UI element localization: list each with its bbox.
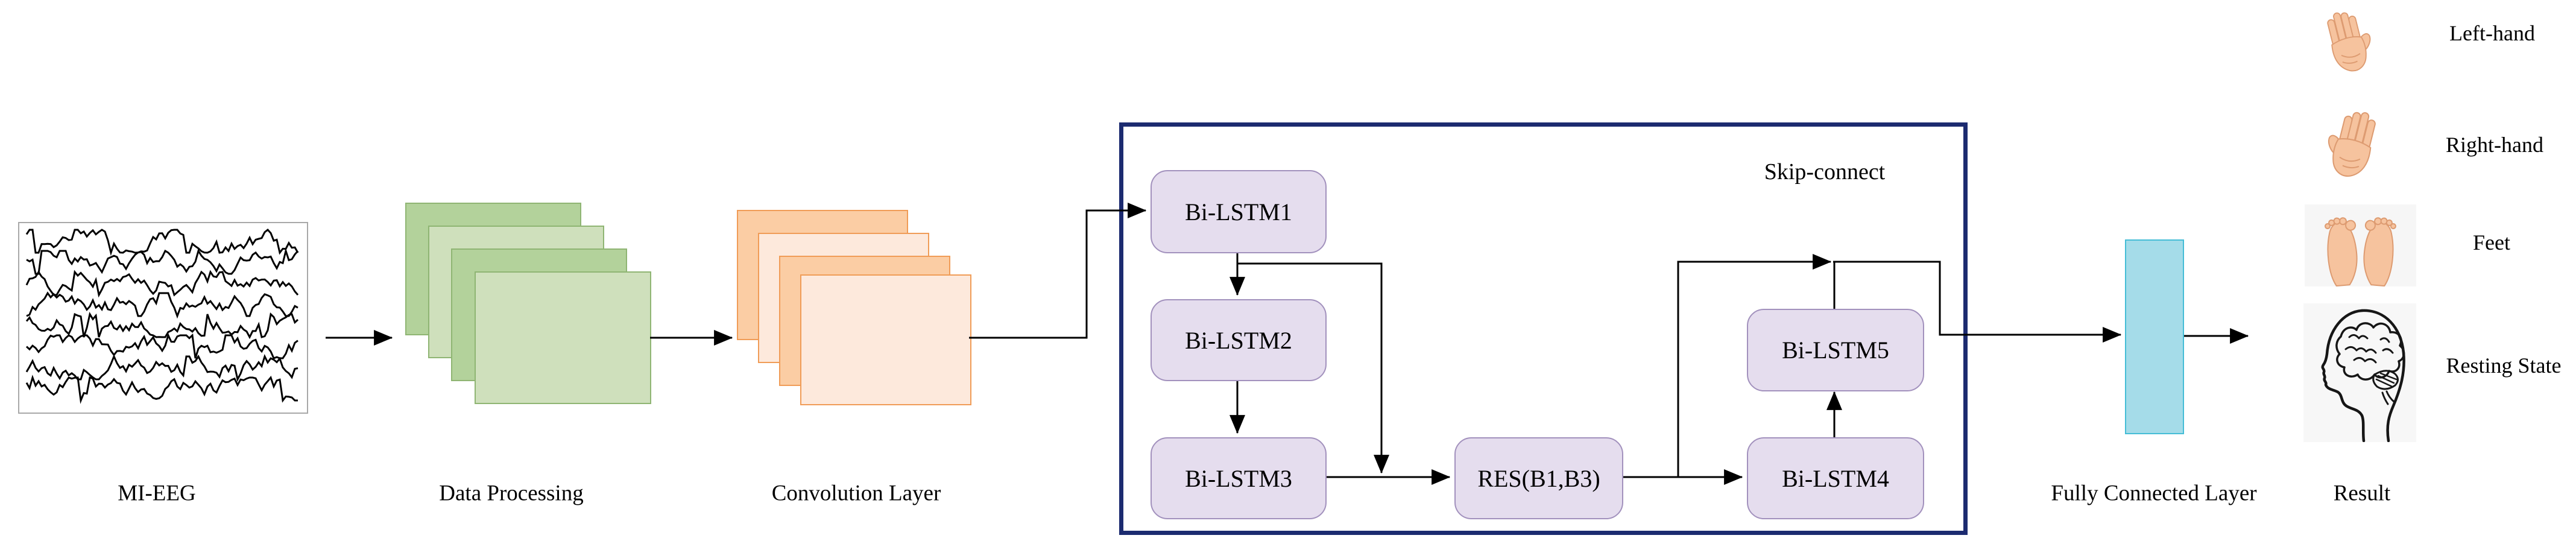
data-processing-label: Data Processing	[439, 481, 584, 506]
node-bilstm5-label: Bi-LSTM5	[1782, 337, 1889, 364]
node-bilstm1: Bi-LSTM1	[1151, 170, 1327, 253]
result-label: Result	[2333, 481, 2391, 506]
left-hand-icon	[2320, 8, 2375, 76]
node-bilstm2: Bi-LSTM2	[1151, 299, 1327, 381]
node-res-label: RES(B1,B3)	[1477, 464, 1600, 492]
node-bilstm3: Bi-LSTM3	[1151, 437, 1327, 519]
node-bilstm4-label: Bi-LSTM4	[1782, 464, 1889, 492]
feet-label: Feet	[2473, 230, 2510, 255]
node-res: RES(B1,B3)	[1454, 437, 1623, 519]
brain-icon	[2303, 303, 2416, 442]
fully-connected-layer-label: Fully Connected Layer	[2051, 481, 2257, 506]
mi-eeg-label: MI-EEG	[118, 481, 196, 506]
right-hand-icon	[2325, 107, 2382, 182]
left-hand-label: Left-hand	[2449, 21, 2535, 45]
node-bilstm1-label: Bi-LSTM1	[1185, 198, 1292, 226]
convolution-layer-4	[800, 274, 971, 405]
convolution-layer-label: Convolution Layer	[771, 481, 941, 506]
node-bilstm3-label: Bi-LSTM3	[1185, 464, 1292, 492]
feet-icon	[2305, 204, 2416, 286]
resting-state-label: Resting State	[2446, 353, 2562, 378]
right-hand-label: Right-hand	[2446, 133, 2543, 157]
eeg-signal-plot	[18, 222, 308, 414]
skip-connect-label: Skip-connect	[1764, 159, 1886, 185]
fully-connected-bar	[2125, 239, 2184, 434]
node-bilstm4: Bi-LSTM4	[1747, 437, 1924, 519]
data-processing-layer-4	[475, 271, 651, 404]
node-bilstm5: Bi-LSTM5	[1747, 309, 1924, 391]
node-bilstm2-label: Bi-LSTM2	[1185, 326, 1292, 354]
